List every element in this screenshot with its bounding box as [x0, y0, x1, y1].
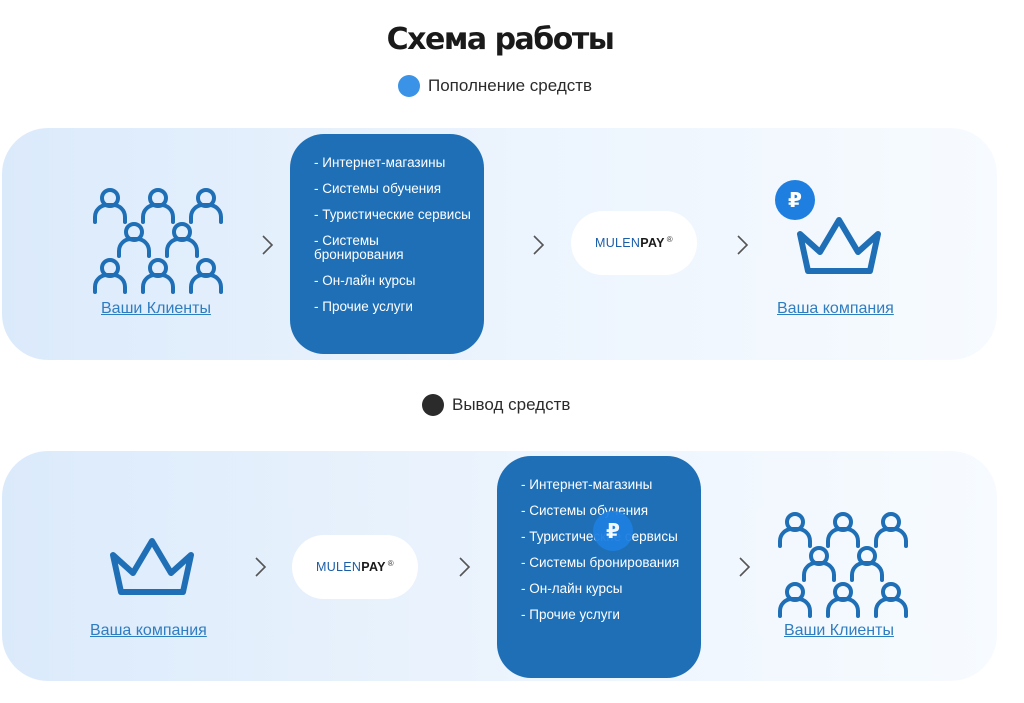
- service-item: - Системы бронирования: [314, 233, 404, 262]
- crown-icon: [110, 538, 194, 595]
- legend-deposit-label: Пополнение средств: [428, 76, 593, 95]
- mulenpay-logo-pill: MULENPAY®: [571, 211, 697, 275]
- chevron-right-icon: [459, 557, 471, 577]
- chevron-right-icon: [533, 235, 545, 255]
- clients-group-icon: [778, 512, 908, 618]
- service-item: - Прочие услуги: [521, 607, 620, 622]
- service-item: - Системы обучения: [314, 181, 442, 196]
- dark-dot-icon: [422, 394, 444, 416]
- chevron-right-icon: [737, 235, 749, 255]
- page-title: Схема работы: [386, 22, 615, 57]
- clients-link[interactable]: Ваши Клиенты: [784, 622, 894, 639]
- service-item: - Интернет-магазины: [314, 155, 446, 170]
- service-item: - Прочие услуги: [314, 299, 413, 314]
- service-item: - Он-лайн курсы: [314, 273, 416, 288]
- clients-group-icon: [93, 188, 223, 294]
- service-item: - Он-лайн курсы: [521, 581, 623, 596]
- chevron-right-icon: [739, 557, 751, 577]
- legend-withdrawal: Вывод средств: [422, 394, 570, 416]
- services-panel-withdrawal: - Интернет-магазины - Системы обучения -…: [497, 456, 701, 678]
- ruble-icon: ₽: [775, 180, 815, 220]
- clients-link[interactable]: Ваши Клиенты: [101, 300, 211, 317]
- legend-withdrawal-label: Вывод средств: [452, 395, 571, 414]
- mulenpay-logo-pill: MULENPAY®: [292, 535, 418, 599]
- company-link[interactable]: Ваша компания: [90, 622, 207, 639]
- legend-deposit: Пополнение средств: [398, 75, 592, 97]
- service-item: - Системы бронирования: [521, 555, 680, 570]
- crown-icon: [797, 217, 881, 274]
- services-panel-deposit: - Интернет-магазины - Системы обучения -…: [290, 134, 484, 354]
- blue-dot-icon: [398, 75, 420, 97]
- chevron-right-icon: [262, 235, 274, 255]
- mulenpay-logo: MULENPAY®: [316, 559, 394, 575]
- service-item: - Туристические сервисы: [314, 207, 471, 222]
- company-link[interactable]: Ваша компания: [777, 300, 894, 317]
- ruble-icon: ₽: [593, 511, 633, 551]
- service-item: - Интернет-магазины: [521, 477, 653, 492]
- chevron-right-icon: [255, 557, 267, 577]
- mulenpay-logo: MULENPAY®: [595, 235, 673, 251]
